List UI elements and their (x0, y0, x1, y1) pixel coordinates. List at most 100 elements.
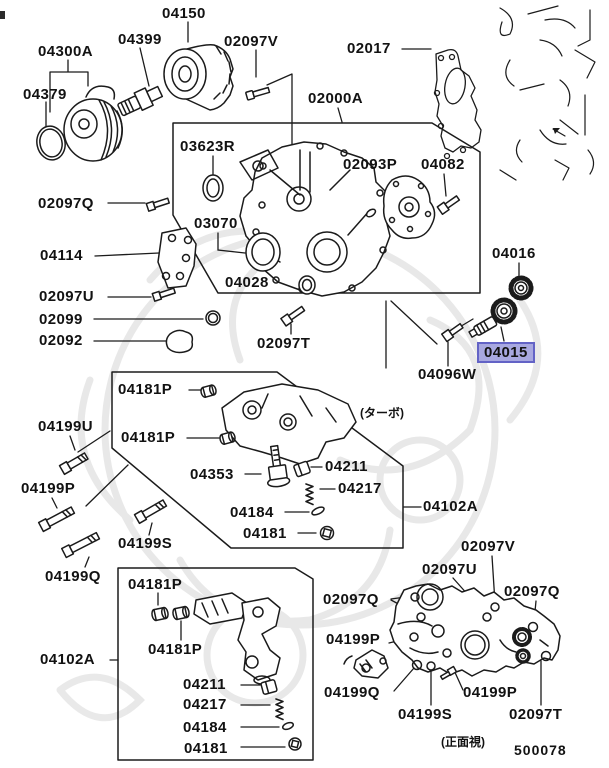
bolt-04199q-drawing (60, 531, 101, 559)
part-number-label-04217[interactable]: 04217 (183, 696, 227, 713)
part-number-label-04199P[interactable]: 04199P (326, 631, 381, 648)
page-corner-mark (0, 11, 5, 19)
part-number-label-04181[interactable]: 04181 (243, 525, 287, 542)
plug-04181p-drawing (219, 431, 236, 445)
part-number-label-04211[interactable]: 04211 (183, 676, 226, 693)
part-number-label-02000A[interactable]: 02000A (308, 90, 363, 107)
part-number-label-02093P[interactable]: 02093P (343, 156, 398, 173)
plug-04211-drawing (293, 460, 311, 478)
ring-04184-drawing (281, 721, 295, 731)
bolt-04096w-drawing (440, 322, 464, 343)
oil-cooler-drawing (63, 85, 123, 162)
part-number-label-04181P[interactable]: 04181P (148, 641, 203, 658)
part-number-label-04181P[interactable]: 04181P (128, 576, 183, 593)
seal-03623r-drawing (202, 174, 224, 202)
part-number-label-04015[interactable]: 04015 (477, 342, 535, 363)
engine-block-sketch (499, 5, 596, 181)
plug-04181p-drawing (151, 606, 169, 622)
part-number-label-04102A[interactable]: 04102A (423, 498, 478, 515)
part-number-label-04199S[interactable]: 04199S (118, 535, 173, 552)
seal-04028-drawing (298, 275, 316, 295)
part-number-label-04114[interactable]: 04114 (40, 247, 83, 264)
bolt-02097v-drawing (245, 86, 271, 101)
turbo-oil-pump-box (111, 371, 404, 549)
part-number-label-02017[interactable]: 02017 (347, 40, 391, 57)
plug-04181-drawing (288, 737, 302, 751)
part-number-label-03623R[interactable]: 03623R (180, 138, 235, 155)
seal-03070-drawing (245, 232, 281, 272)
annotation-note-(ターボ): (ターボ) (360, 406, 404, 420)
bolt-02097q-drawing (145, 197, 170, 212)
part-number-label-04184[interactable]: 04184 (183, 719, 227, 736)
part-number-label-04217[interactable]: 04217 (338, 480, 382, 497)
bolt-04199u-drawing (58, 452, 89, 476)
plug-04211-drawing (260, 679, 278, 695)
fitting-04399-drawing (117, 85, 164, 117)
part-number-label-04181[interactable]: 04181 (184, 740, 228, 757)
part-number-label-02097V[interactable]: 02097V (461, 538, 516, 555)
oil-pump-cover-drawing (382, 175, 436, 240)
part-number-label-02097T[interactable]: 02097T (257, 335, 311, 352)
front-case-assembled-view (343, 583, 561, 681)
o-ring-02099-drawing (205, 310, 221, 326)
bracket-gasket-04114-drawing (157, 227, 197, 289)
o-ring-04379-drawing (36, 125, 66, 161)
drawing-code-500078: 500078 (514, 742, 567, 758)
annotation-note-(正面視): (正面視) (441, 735, 485, 749)
part-number-label-04300A[interactable]: 04300A (38, 43, 93, 60)
spring-04217-drawing (275, 698, 284, 721)
bolt-04199p-drawing (37, 506, 76, 533)
part-number-label-04181P[interactable]: 04181P (118, 381, 173, 398)
oil-filter-04150-drawing (163, 44, 234, 111)
part-number-label-04211[interactable]: 04211 (325, 458, 368, 475)
gasket-02017-drawing (433, 48, 482, 160)
bolt-04353-drawing (267, 444, 291, 488)
part-number-label-03070[interactable]: 03070 (194, 215, 238, 232)
spring-04217-drawing (305, 483, 314, 506)
plug-04181p-drawing (200, 384, 217, 398)
part-number-label-04199P[interactable]: 04199P (463, 684, 518, 701)
part-number-label-04181P[interactable]: 04181P (121, 429, 176, 446)
part-number-label-04379[interactable]: 04379 (23, 86, 67, 103)
part-number-label-04102A[interactable]: 04102A (40, 651, 95, 668)
gasket-02092-drawing (165, 329, 194, 354)
bolt-02097t-drawing (280, 305, 306, 327)
part-number-label-04399[interactable]: 04399 (118, 31, 162, 48)
oil-pump-drawing (193, 592, 281, 685)
front-case-box (172, 122, 481, 294)
part-number-label-02097U[interactable]: 02097U (39, 288, 94, 305)
part-number-label-04184[interactable]: 04184 (230, 504, 274, 521)
gear-shaft-04015-drawing (468, 297, 518, 338)
plug-04181p-drawing (172, 605, 190, 621)
part-number-label-04353[interactable]: 04353 (190, 466, 234, 483)
assembly-group-boxes (111, 122, 481, 761)
bolt-04082-drawing (436, 195, 461, 216)
ring-04184-drawing (311, 506, 325, 516)
bolt-04199s-drawing (133, 499, 168, 525)
part-number-label-02099[interactable]: 02099 (39, 311, 83, 328)
part-number-label-02097U[interactable]: 02097U (422, 561, 477, 578)
part-number-label-02092[interactable]: 02092 (39, 332, 83, 349)
part-number-label-02097Q[interactable]: 02097Q (504, 583, 560, 600)
plug-04181-drawing (319, 525, 335, 541)
bolt-02097u-drawing (151, 287, 176, 302)
part-number-label-04082[interactable]: 04082 (421, 156, 465, 173)
part-number-label-02097Q[interactable]: 02097Q (38, 195, 94, 212)
part-number-label-04150[interactable]: 04150 (162, 5, 206, 22)
part-number-label-04199Q[interactable]: 04199Q (324, 684, 380, 701)
gear-04016-drawing (508, 275, 534, 301)
part-number-label-02097V[interactable]: 02097V (224, 33, 279, 50)
part-number-label-04199U[interactable]: 04199U (38, 418, 93, 435)
part-number-label-04096W[interactable]: 04096W (418, 366, 477, 383)
part-number-label-04199S[interactable]: 04199S (398, 706, 453, 723)
part-number-label-02097T[interactable]: 02097T (509, 706, 563, 723)
o-ring-02093p-drawing (365, 208, 377, 218)
part-number-label-04199Q[interactable]: 04199Q (45, 568, 101, 585)
part-number-label-04028[interactable]: 04028 (225, 274, 269, 291)
part-number-label-04016[interactable]: 04016 (492, 245, 536, 262)
part-number-label-04199P[interactable]: 04199P (21, 480, 76, 497)
part-number-label-02097Q[interactable]: 02097Q (323, 591, 379, 608)
